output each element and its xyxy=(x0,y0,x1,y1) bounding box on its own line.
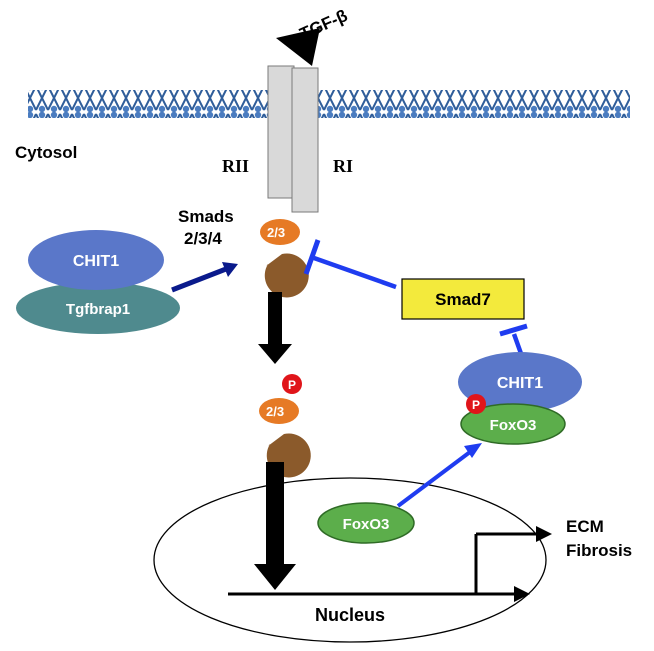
smad4-p-label: 4 xyxy=(253,439,261,455)
tgfbrap1-oval xyxy=(16,282,180,334)
chit1-tgfbrap1-complex: Tgfbrap1 CHIT1 xyxy=(16,230,180,334)
foxo3-nuclear: FoxO3 xyxy=(317,502,415,544)
output-fibrosis-label: Fibrosis xyxy=(566,541,632,560)
chit1-foxo3-complex: CHIT1 FoxO3 P xyxy=(458,352,582,445)
smad-complex-phosphorylated: 4 2/3 P xyxy=(253,374,311,478)
smad23-p-shape xyxy=(259,398,299,424)
receptor-rii-label: RII xyxy=(222,156,249,176)
foxo3-nuc-label: FoxO3 xyxy=(343,516,390,533)
ligand-triangle-icon xyxy=(276,28,320,66)
smads-group-label-2: 2/3/4 xyxy=(184,229,222,248)
nucleus-label: Nucleus xyxy=(315,605,385,625)
smad4-shape xyxy=(264,253,309,298)
phospho-badge-smad xyxy=(282,374,302,394)
chit1-right-label: CHIT1 xyxy=(497,375,543,392)
phospho-badge-foxo3 xyxy=(466,394,486,414)
foxo3-nuc-oval xyxy=(317,502,415,544)
receptor-ri xyxy=(291,67,319,213)
receptor-ri-label: RI xyxy=(333,156,353,176)
tgf-beta-ligand: TGF-β xyxy=(276,6,350,66)
phospho-label-foxo3: P xyxy=(472,398,480,412)
activation-arrow-chit1-to-smads xyxy=(171,262,238,293)
cytosol-label: Cytosol xyxy=(15,143,77,162)
inhibition-smad7-to-smads xyxy=(303,239,397,290)
smad23-p-label: 2/3 xyxy=(266,404,284,419)
smad7-label: Smad7 xyxy=(435,290,491,309)
smad4-label: 4 xyxy=(253,257,261,273)
gene-transcription xyxy=(228,526,552,602)
smads-group-label-1: Smads xyxy=(178,207,234,226)
smad7-box: Smad7 xyxy=(401,278,525,320)
smad23-label: 2/3 xyxy=(267,225,285,240)
foxo3-cyto-label: FoxO3 xyxy=(490,417,537,434)
ligand-label: TGF-β xyxy=(297,6,350,44)
translocation-arrow-1 xyxy=(258,292,292,364)
chit1-left-oval xyxy=(28,230,164,290)
translocation-arrow-2 xyxy=(254,462,296,590)
tgf-beta-receptor xyxy=(267,65,319,213)
output-ecm-label: ECM xyxy=(566,517,604,536)
receptor-rii xyxy=(267,65,295,199)
smad-complex-upper: 4 2/3 xyxy=(253,219,309,298)
chit1-left-label: CHIT1 xyxy=(73,253,119,270)
foxo3-cyto-oval xyxy=(460,403,566,445)
export-arrow-foxo3 xyxy=(396,443,482,508)
chit1-right-oval xyxy=(458,352,582,412)
cell-membrane xyxy=(28,90,630,118)
phospho-label-smad: P xyxy=(288,378,296,392)
smad23-shape xyxy=(260,219,300,245)
nucleus: Nucleus xyxy=(153,477,547,643)
tgfbrap1-label: Tgfbrap1 xyxy=(66,301,130,318)
